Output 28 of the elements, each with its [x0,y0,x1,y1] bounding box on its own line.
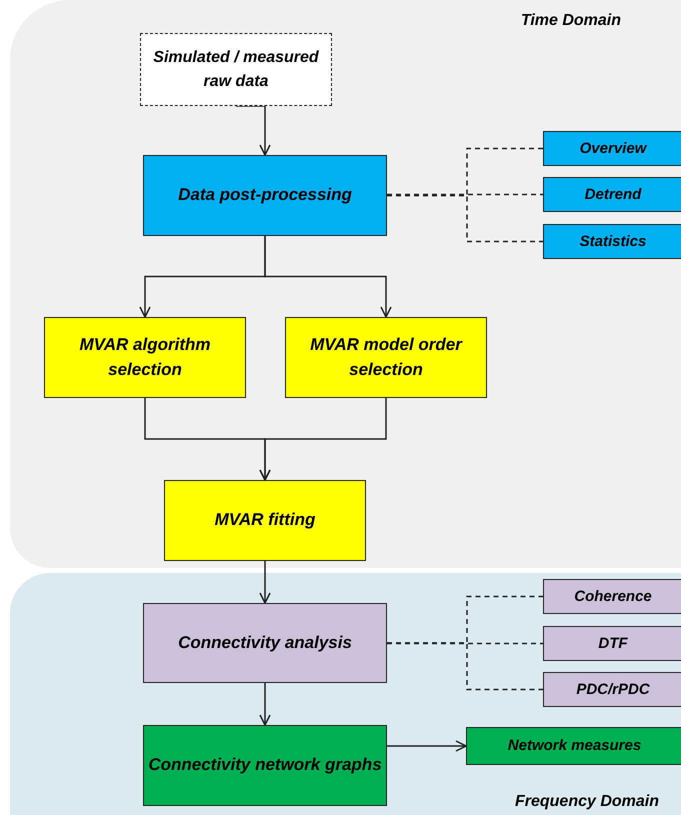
process-box: Connectivity analysis [143,603,387,683]
dashed-connector [387,642,543,690]
arrow [259,683,271,726]
panel-title: Time Domain [520,12,621,30]
arrow [387,740,467,752]
dashed-connector [387,194,543,242]
arrow [235,105,271,156]
domain-panel [10,573,681,815]
arrow [259,398,387,481]
arrow [259,561,271,604]
process-box: Overview [543,131,681,166]
dashed-connector [387,642,543,644]
input-box: Simulated / measured raw data [140,33,332,106]
process-box: PDC/rPDC [543,672,681,707]
process-box: Statistics [543,224,681,259]
process-box: DTF [543,626,681,661]
process-box: MVAR algorithm selection [44,317,246,398]
dashed-connector [387,194,543,196]
process-box: Data post-processing [143,155,387,236]
panel-title: Frequency Domain [514,793,659,811]
process-box: Detrend [543,177,681,212]
process-box: MVAR model order selection [285,317,487,398]
arrow [264,236,392,318]
process-box: Coherence [543,579,681,614]
process-box: Connectivity network graphs [143,725,387,806]
process-box: Network measures [466,727,681,765]
domain-panel [10,0,681,568]
process-box: MVAR fitting [164,480,366,561]
